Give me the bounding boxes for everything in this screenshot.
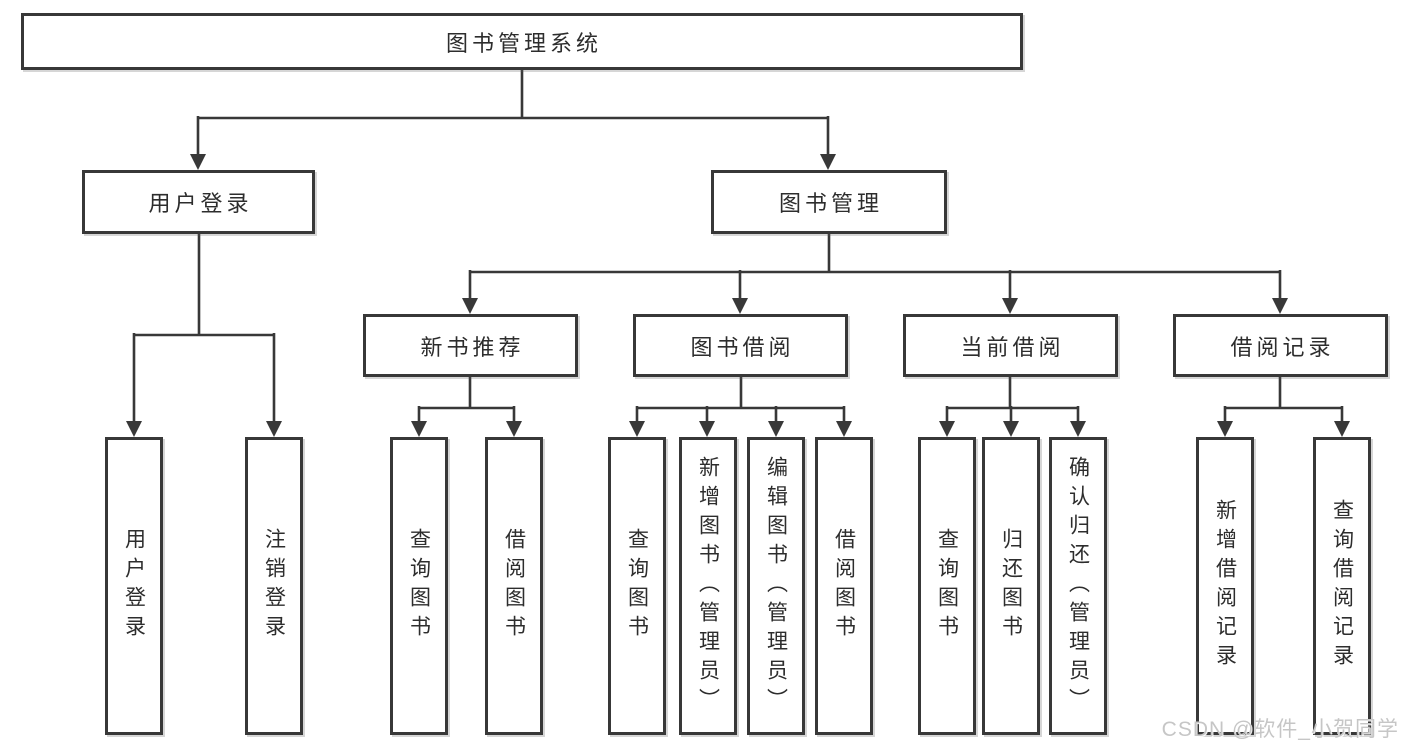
arrow-down-icon (732, 298, 748, 314)
arrow-down-icon (820, 154, 836, 170)
node-leaf-return-books: 归还图书 (982, 437, 1040, 735)
node-label: 图书管理 (778, 191, 883, 216)
connector-lines (132, 69, 1344, 424)
node-label: 新增借阅记录 (1213, 499, 1237, 673)
node-label: 借阅图书 (502, 528, 526, 644)
node-borrow-records: 借阅记录 (1173, 314, 1388, 377)
arrow-down-icon (190, 154, 206, 170)
node-leaf-edit-book-admin: 编辑图书（管理员） (747, 437, 805, 735)
arrow-down-icon (1003, 421, 1019, 437)
node-label: 确认归还（管理员） (1066, 455, 1090, 717)
arrowheads (126, 154, 1350, 437)
arrow-down-icon (1070, 421, 1086, 437)
connector-book-management-to-groups (468, 234, 1282, 302)
arrow-down-icon (699, 421, 715, 437)
node-label: 借阅记录 (1230, 334, 1335, 360)
node-root: 图书管理系统 (21, 13, 1023, 70)
connector-book-borrowing-to-children (635, 377, 846, 424)
arrow-down-icon (506, 421, 522, 437)
node-label: 用户登录 (148, 191, 253, 216)
node-user-login: 用户登录 (82, 170, 315, 234)
node-book-borrowing: 图书借阅 (633, 314, 848, 377)
arrow-down-icon (1002, 298, 1018, 314)
node-new-book-recommend: 新书推荐 (363, 314, 578, 377)
node-label: 查询图书 (935, 528, 959, 644)
csdn-watermark: CSDN @软件_小贺同学 (1161, 718, 1399, 741)
node-label: 查询借阅记录 (1330, 499, 1354, 673)
node-leaf-borrow-books: 借阅图书 (815, 437, 873, 735)
node-leaf-query-borrow-record: 查询借阅记录 (1313, 437, 1371, 735)
node-label: 图书借阅 (690, 334, 795, 360)
arrow-down-icon (629, 421, 645, 437)
connector-new-book-recommend-to-children (417, 377, 516, 424)
node-leaf-add-borrow-record: 新增借阅记录 (1196, 437, 1254, 735)
node-label: 归还图书 (999, 528, 1023, 644)
arrow-down-icon (1334, 421, 1350, 437)
node-leaf-query-books-current: 查询图书 (918, 437, 976, 735)
node-current-borrowing: 当前借阅 (903, 314, 1118, 377)
connector-current-borrowing-to-children (945, 377, 1080, 424)
node-leaf-logout: 注销登录 (245, 437, 303, 735)
arrow-down-icon (939, 421, 955, 437)
arrow-down-icon (266, 421, 282, 437)
connector-root-to-level2 (196, 69, 830, 157)
node-leaf-query-books-borrowing: 查询图书 (608, 437, 666, 735)
connector-user-login-to-children (132, 233, 276, 424)
node-leaf-user-login: 用户登录 (105, 437, 163, 735)
arrow-down-icon (126, 421, 142, 437)
node-label: 用户登录 (122, 528, 146, 644)
node-label: 当前借阅 (960, 334, 1065, 360)
arrow-down-icon (768, 421, 784, 437)
node-leaf-query-books-recommend: 查询图书 (390, 437, 448, 735)
arrow-down-icon (411, 421, 427, 437)
arrow-down-icon (1217, 421, 1233, 437)
node-label: 新增图书（管理员） (696, 455, 720, 717)
arrow-down-icon (1272, 298, 1288, 314)
node-label: 注销登录 (262, 528, 286, 644)
node-leaf-add-book-admin: 新增图书（管理员） (679, 437, 737, 735)
node-label: 新书推荐 (420, 334, 525, 360)
node-label: 图书管理系统 (445, 30, 602, 56)
node-label: 查询图书 (625, 528, 649, 644)
arrow-down-icon (462, 298, 478, 314)
node-leaf-borrow-books-recommend: 借阅图书 (485, 437, 543, 735)
arrow-down-icon (836, 421, 852, 437)
node-label: 查询图书 (407, 528, 431, 644)
connector-borrow-records-to-children (1223, 377, 1344, 424)
node-label: 编辑图书（管理员） (764, 455, 788, 717)
node-label: 借阅图书 (832, 528, 856, 644)
node-leaf-confirm-return-admin: 确认归还（管理员） (1049, 437, 1107, 735)
node-book-management: 图书管理 (711, 170, 947, 234)
